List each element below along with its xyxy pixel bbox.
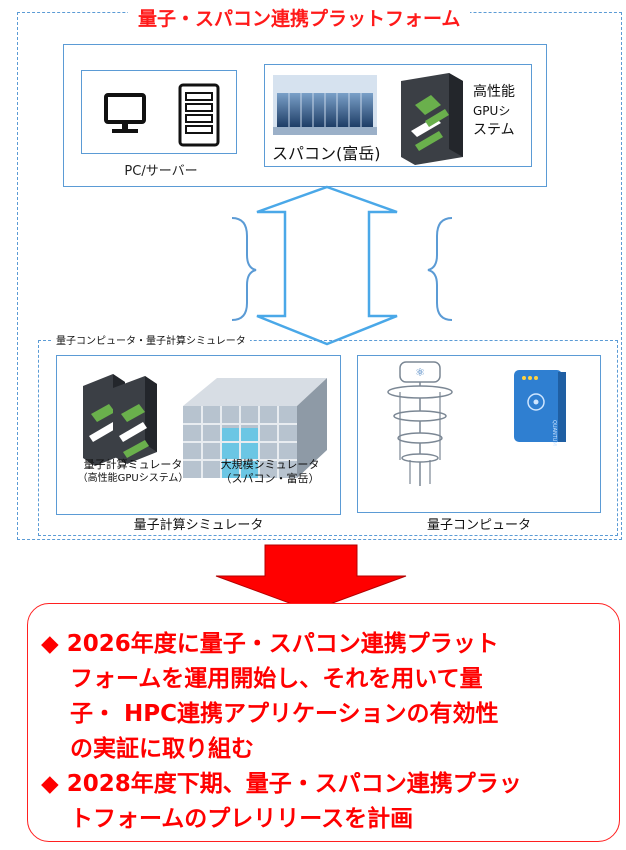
- platform-title: 量子・スパコン連携プラットフォーム: [128, 4, 471, 31]
- pc-server-icons: [104, 83, 220, 147]
- svg-text:⚛: ⚛: [415, 366, 425, 379]
- left-brace: [231, 217, 257, 321]
- gpu-server-icon: [401, 73, 463, 165]
- pc-server-label: PC/サーバー: [124, 164, 198, 179]
- supercomputer-illustrations: [273, 73, 463, 165]
- gpu-system-label: 高性能 GPUシ ステム: [473, 83, 515, 140]
- supercomputer-label: スパコン(富岳): [272, 144, 381, 163]
- quantum-computer-illustrations: ⚛ QUANTUM: [387, 361, 566, 486]
- quantum-frame: [38, 340, 618, 536]
- gpu-simulator-label-line: 量子計算ミュレータ: [83, 458, 183, 471]
- simulator-caption: 量子計算シミュレータ: [133, 518, 264, 533]
- quantum-frame-label: 量子コンピュータ・量子計算シミュレータ: [52, 332, 250, 347]
- result-line: フォームを運用開始し、それを用いて量: [70, 666, 483, 692]
- quantum-computer-panel: ⚛ QUANTUM: [357, 355, 601, 513]
- large-simulator-label: 大規模シミュレータ （スパコン・富岳）: [205, 458, 335, 486]
- right-brace: [427, 217, 453, 321]
- result-line: の実証に取り組む: [70, 736, 254, 762]
- dilution-refrigerator-icon: ⚛: [387, 361, 453, 486]
- gpu-label-line: 高性能: [473, 84, 515, 100]
- cluster-cube-icon: [183, 378, 327, 478]
- pc-server-panel: [81, 70, 237, 154]
- large-simulator-label-line: 大規模シミュレータ: [220, 458, 320, 471]
- supercomputer-panel: [264, 64, 532, 167]
- result-box: ◆ 2026年度に量子・スパコン連携プラット フォームを運用開始し、それを用いて…: [27, 603, 620, 842]
- simulator-illustrations: [83, 374, 327, 478]
- result-line: ◆ 2028年度下期、量子・スパコン連携プラッ: [41, 771, 522, 797]
- large-simulator-label-line: （スパコン・富岳）: [220, 472, 320, 485]
- server-tower-icon: [178, 83, 220, 147]
- quantum-device-icon: QUANTUM: [514, 370, 566, 446]
- result-line: 子・ HPC連携アプリケーションの有効性: [70, 701, 499, 727]
- gpu-simulator-label: 量子計算ミュレータ （高性能GPUシステム）: [74, 458, 192, 486]
- gpu-simulator-label-line: （高性能GPUシステム）: [77, 473, 189, 484]
- result-line: ◆ 2026年度に量子・スパコン連携プラット: [41, 631, 499, 657]
- gpu-label-line: GPUシ: [473, 104, 511, 118]
- simulator-panel: [56, 355, 341, 515]
- down-arrow-icon: [215, 544, 407, 612]
- fugaku-supercomputer-image: [273, 75, 377, 135]
- device-text: QUANTUM: [551, 420, 557, 446]
- result-line: トフォームのプレリリースを計画: [70, 806, 414, 832]
- gpu-simulator-icon: [83, 374, 157, 466]
- quantum-computer-caption: 量子コンピュータ: [426, 518, 531, 533]
- gpu-label-line: ステム: [473, 122, 515, 138]
- monitor-icon: [104, 93, 146, 133]
- bidirectional-arrow: [256, 185, 398, 346]
